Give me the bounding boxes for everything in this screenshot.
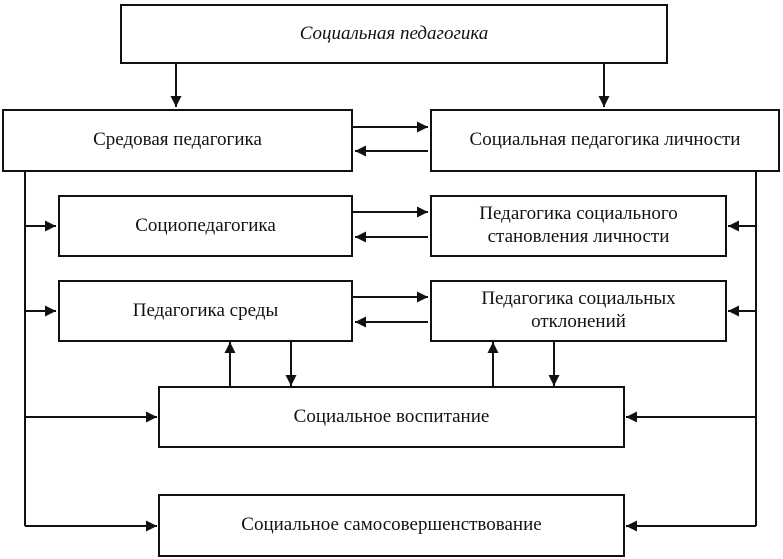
box-social-deviations: Педагогика социальных отклонений bbox=[430, 280, 727, 342]
box-socio-pedagogy-label: Социопедагогика bbox=[135, 214, 276, 236]
box-personality-social-pedagogy-label: Социальная педагогика личности bbox=[469, 129, 741, 151]
box-social-self-improvement-label: Социальное самосовершенствование bbox=[241, 514, 542, 536]
box-social-pedagogy-label: Социальная педагогика bbox=[299, 22, 489, 44]
box-environmental-pedagogy-label: Средовая педагогика bbox=[93, 129, 262, 151]
box-social-formation: Педагогика социального становления лично… bbox=[430, 195, 727, 257]
box-social-formation-label: Педагогика социального становления лично… bbox=[479, 203, 678, 247]
box-social-self-improvement: Социальное самосовершенствование bbox=[158, 494, 625, 557]
box-environment-pedagogy-label: Педагогика среды bbox=[132, 299, 279, 321]
box-social-deviations-label: Педагогика социальных отклонений bbox=[481, 288, 676, 332]
box-social-upbringing-label: Социальное воспитание bbox=[293, 405, 490, 427]
box-environmental-pedagogy: Средовая педагогика bbox=[2, 109, 353, 172]
box-social-pedagogy: Социальная педагогика bbox=[120, 4, 668, 64]
box-social-upbringing: Социальное воспитание bbox=[158, 386, 625, 448]
box-socio-pedagogy: Социопедагогика bbox=[58, 195, 353, 257]
box-environment-pedagogy: Педагогика среды bbox=[58, 280, 353, 342]
box-personality-social-pedagogy: Социальная педагогика личности bbox=[430, 109, 780, 172]
